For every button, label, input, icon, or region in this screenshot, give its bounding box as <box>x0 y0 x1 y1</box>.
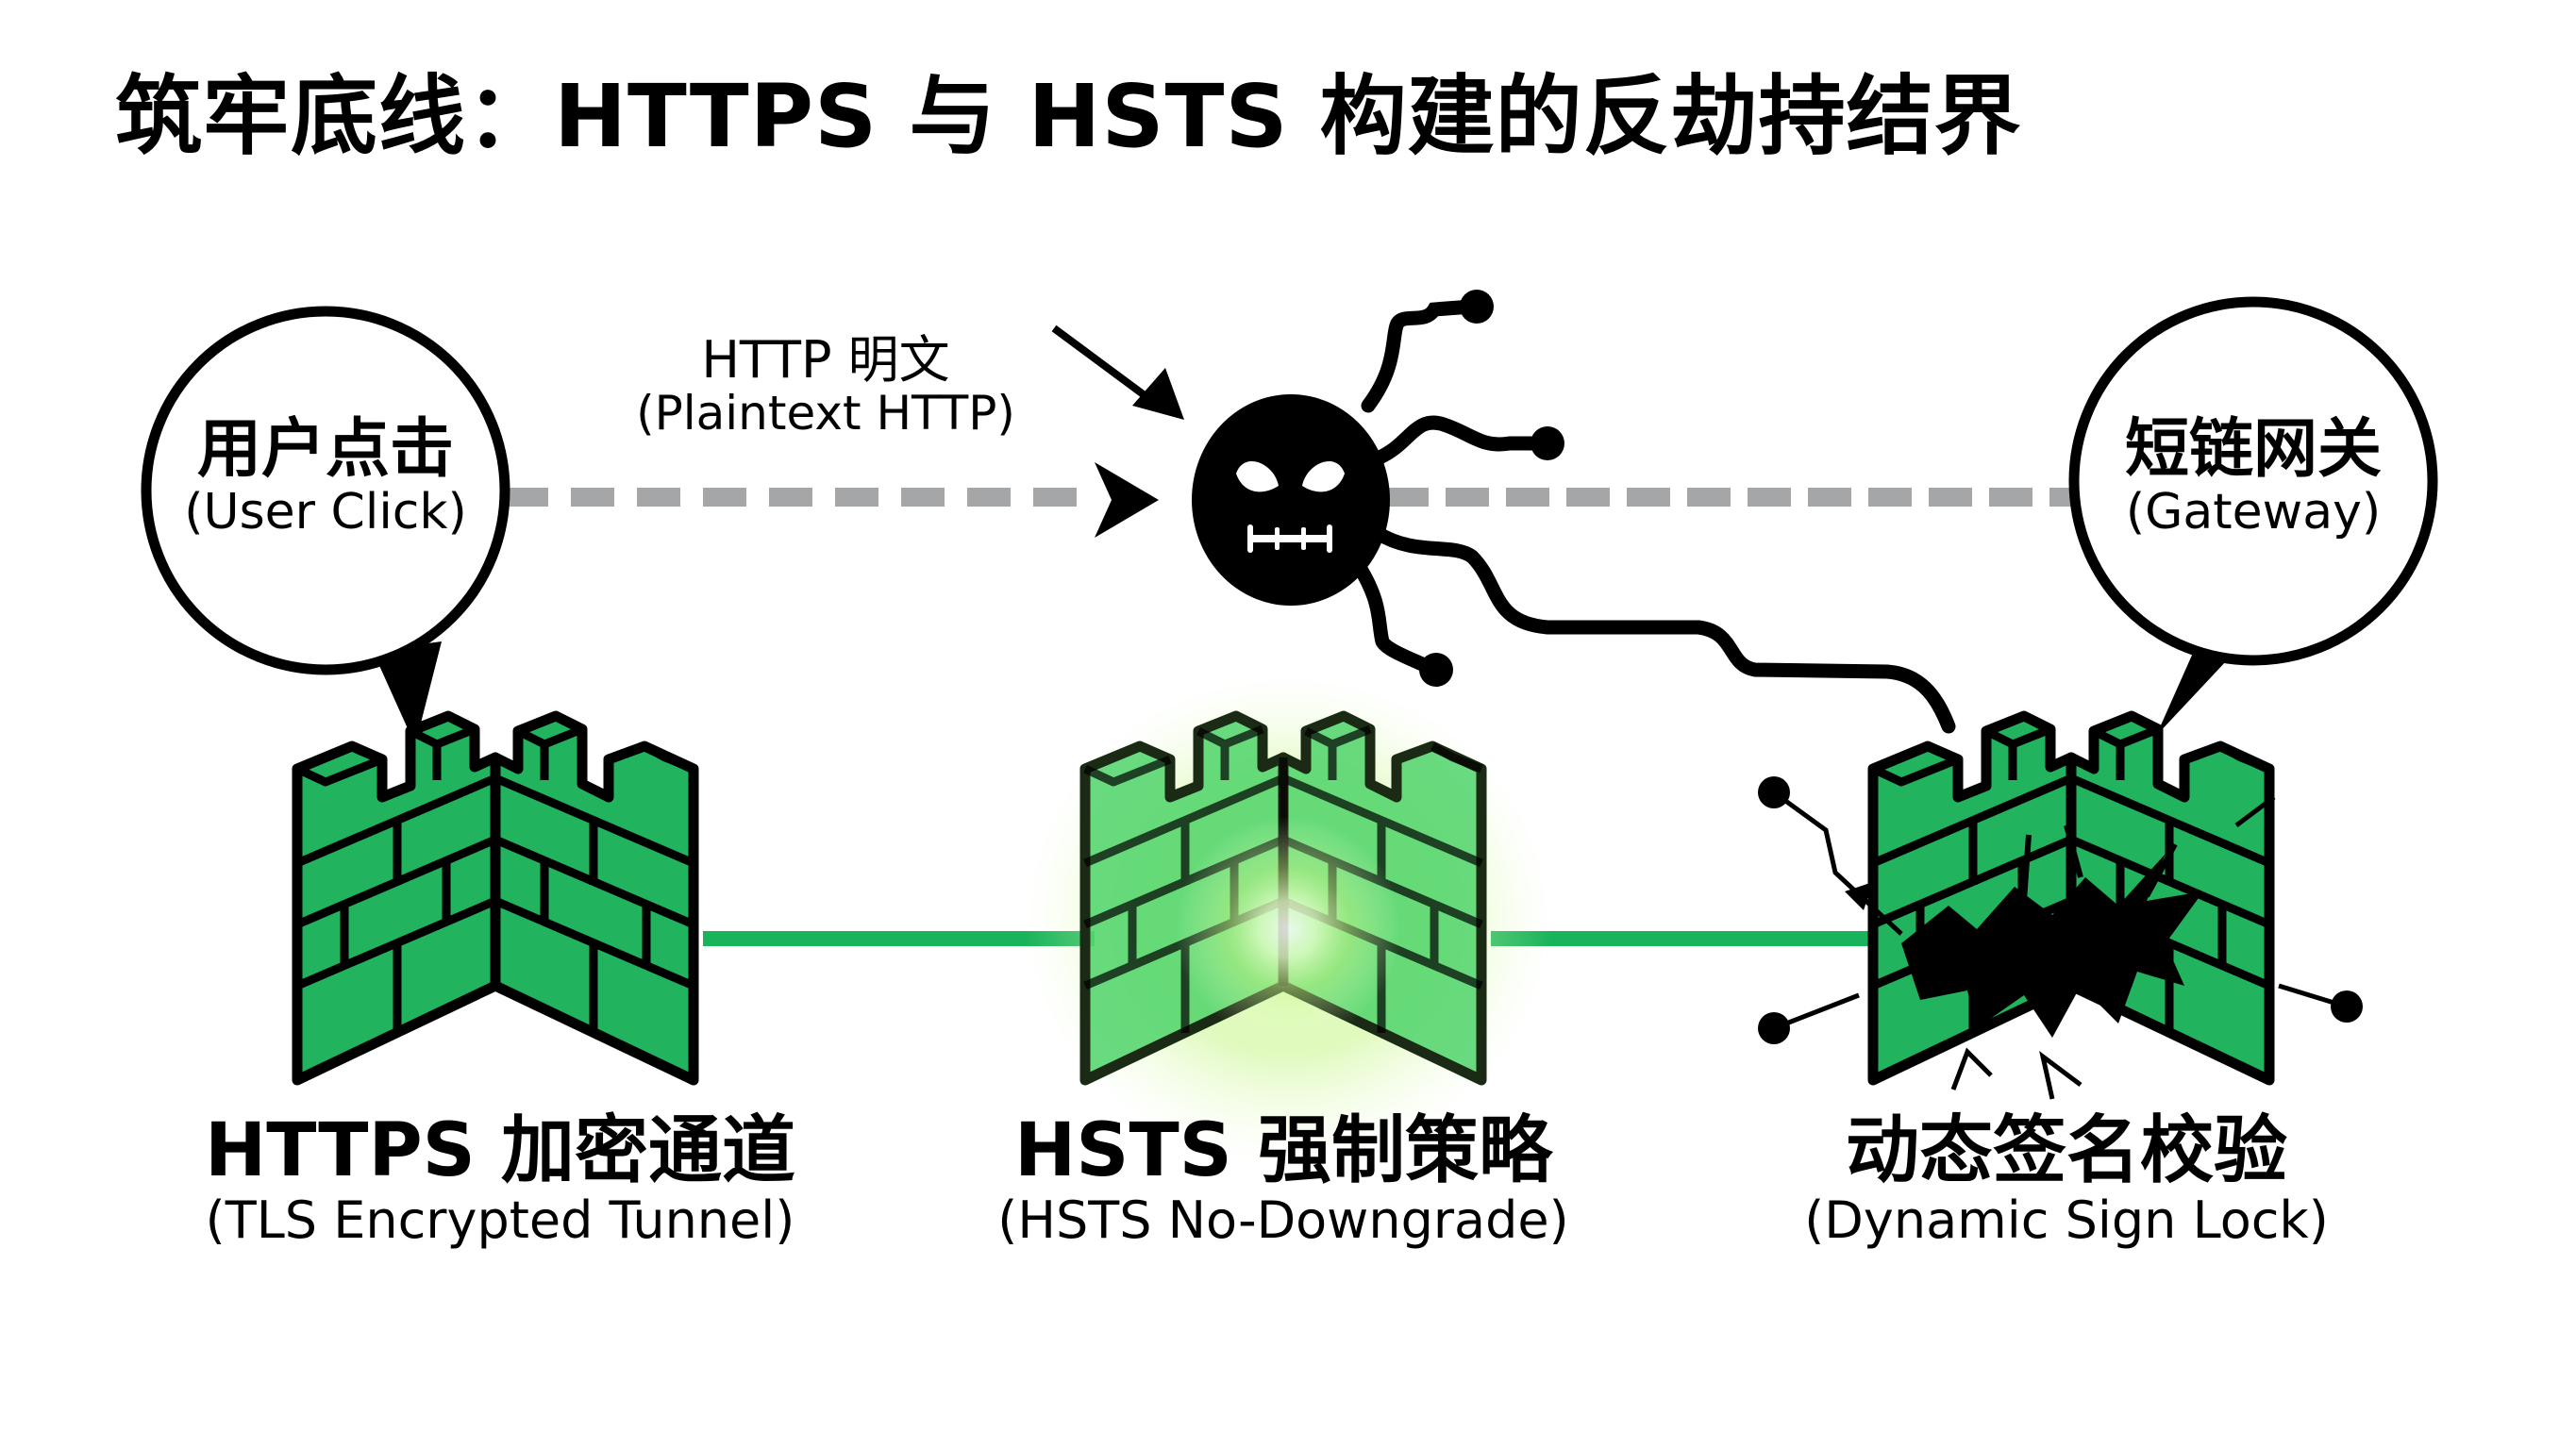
castle-wall-icon <box>297 716 694 1080</box>
defense-https-sublabel: (TLS Encrypted Tunnel) <box>205 1190 795 1250</box>
defense-dynamic-sign-label: 动态签名校验 <box>1845 1108 2287 1193</box>
user-click-node: 用户点击 (User Click) <box>146 412 505 541</box>
user-click-sublabel: (User Click) <box>184 483 467 541</box>
plaintext-http-label: HTTP 明文 <box>701 330 950 390</box>
gateway-node: 短链网关 (Gateway) <box>2074 412 2433 541</box>
defense-hsts-label: HSTS 强制策略 <box>1014 1108 1552 1193</box>
gateway-bubble <box>2068 296 2438 736</box>
attack-arrow-icons <box>1051 325 1184 538</box>
user-click-bubble <box>141 306 510 745</box>
gateway-sublabel: (Gateway) <box>2125 483 2382 541</box>
plaintext-http-label-group: HTTP 明文 (Plaintext HTTP) <box>585 332 1066 440</box>
broken-castle-wall-icon <box>1758 716 2363 1100</box>
defense-hsts: HSTS 强制策略 (HSTS No-Downgrade) <box>944 1108 1623 1250</box>
defense-https-label: HTTPS 加密通道 <box>205 1108 795 1193</box>
glowing-castle-wall-icon <box>1024 674 1552 1165</box>
page-title: 筑牢底线：HTTPS 与 HSTS 构建的反劫持结界 <box>115 66 2022 167</box>
plaintext-http-sublabel: (Plaintext HTTP) <box>636 386 1015 441</box>
gateway-label: 短链网关 <box>2124 412 2382 487</box>
defense-hsts-sublabel: (HSTS No-Downgrade) <box>997 1190 1569 1250</box>
malicious-virus-icon <box>1192 290 1956 734</box>
defense-dynamic-sign: 动态签名校验 (Dynamic Sign Lock) <box>1727 1108 2406 1250</box>
defense-dynamic-sign-sublabel: (Dynamic Sign Lock) <box>1804 1190 2329 1250</box>
user-click-label: 用户点击 <box>196 412 454 487</box>
defense-https: HTTPS 加密通道 (TLS Encrypted Tunnel) <box>160 1108 840 1250</box>
